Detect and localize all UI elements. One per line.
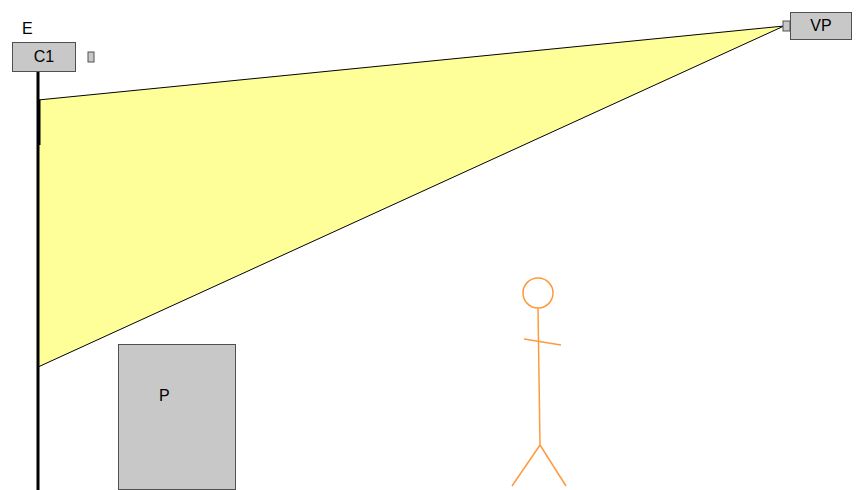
wall-line xyxy=(37,72,40,490)
part-label: E xyxy=(22,20,33,38)
node-label: C1 xyxy=(34,48,54,66)
figure-body xyxy=(538,308,540,445)
object-box: P xyxy=(118,344,236,490)
projector-lens xyxy=(783,21,790,31)
stick-figure xyxy=(512,278,566,486)
figure-leg xyxy=(540,445,566,486)
figure-head xyxy=(523,278,553,308)
node-label: VP xyxy=(810,17,831,35)
camera-box: C1 xyxy=(12,42,76,72)
wall-screen-mark xyxy=(38,100,41,145)
projection-beam xyxy=(38,26,784,367)
projector-box: VP xyxy=(790,12,852,40)
figure-leg xyxy=(512,445,540,486)
figure-arms xyxy=(524,339,561,345)
node-label: P xyxy=(159,387,170,405)
camera-lens xyxy=(88,52,94,62)
